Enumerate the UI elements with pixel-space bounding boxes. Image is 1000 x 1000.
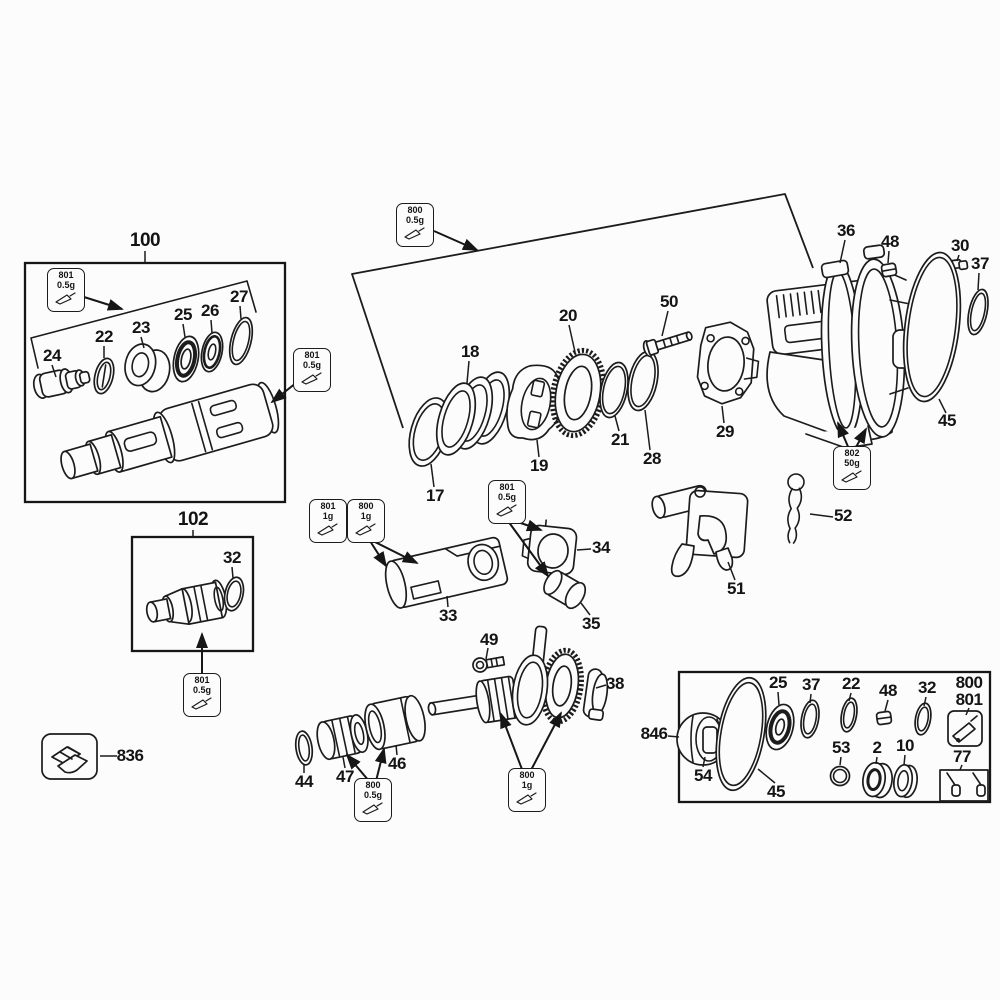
assembly-100-box xyxy=(23,251,287,504)
part-45-kit-drawing xyxy=(715,676,767,792)
part-25-drawing xyxy=(172,335,200,383)
part-50-drawing xyxy=(642,331,693,358)
part-21-drawing xyxy=(599,361,629,419)
leader-lines xyxy=(51,239,980,784)
part-2-drawing xyxy=(862,761,893,799)
part-22-kit-drawing xyxy=(840,697,858,733)
group-bracket-line xyxy=(351,193,814,429)
part-37-drawing xyxy=(967,288,989,336)
part-24-drawing xyxy=(32,368,91,399)
part-spindle-drawing xyxy=(60,381,280,480)
part-47-drawing xyxy=(316,714,369,761)
part-32-drawing xyxy=(223,576,245,612)
part-77-drawing xyxy=(939,769,989,802)
part-102-spindle-drawing xyxy=(145,579,228,626)
part-22-drawing xyxy=(93,357,115,395)
part-10-drawing xyxy=(892,763,919,799)
part-19-drawing xyxy=(506,364,564,441)
part-48-drawing xyxy=(880,262,898,278)
part-29-drawing xyxy=(696,321,760,405)
part-37-kit-drawing xyxy=(800,699,820,739)
part-38-drawing xyxy=(427,625,609,726)
part-46-drawing xyxy=(364,694,426,751)
part-51-drawing xyxy=(651,484,749,578)
part-44-drawing xyxy=(294,730,314,766)
part-52-drawing xyxy=(787,473,805,544)
part-23-drawing xyxy=(124,343,171,393)
part-26-drawing xyxy=(200,331,224,373)
part-25-kit-drawing xyxy=(765,703,795,751)
part-45-drawing xyxy=(902,251,962,403)
part-32-kit-drawing xyxy=(914,702,932,736)
part-33-drawing xyxy=(384,536,509,609)
part-53-drawing xyxy=(829,765,851,787)
part-48-kit-drawing xyxy=(875,710,893,726)
grease-tube-800-801-icon xyxy=(947,710,983,747)
part-49-drawing xyxy=(472,656,506,673)
part-18-drawing xyxy=(435,371,511,456)
assembly-102-box xyxy=(130,530,255,653)
part-836-drawing xyxy=(51,746,88,774)
part-27-drawing xyxy=(228,316,254,366)
grease-arrows xyxy=(83,230,867,782)
part-28-drawing xyxy=(627,350,659,412)
